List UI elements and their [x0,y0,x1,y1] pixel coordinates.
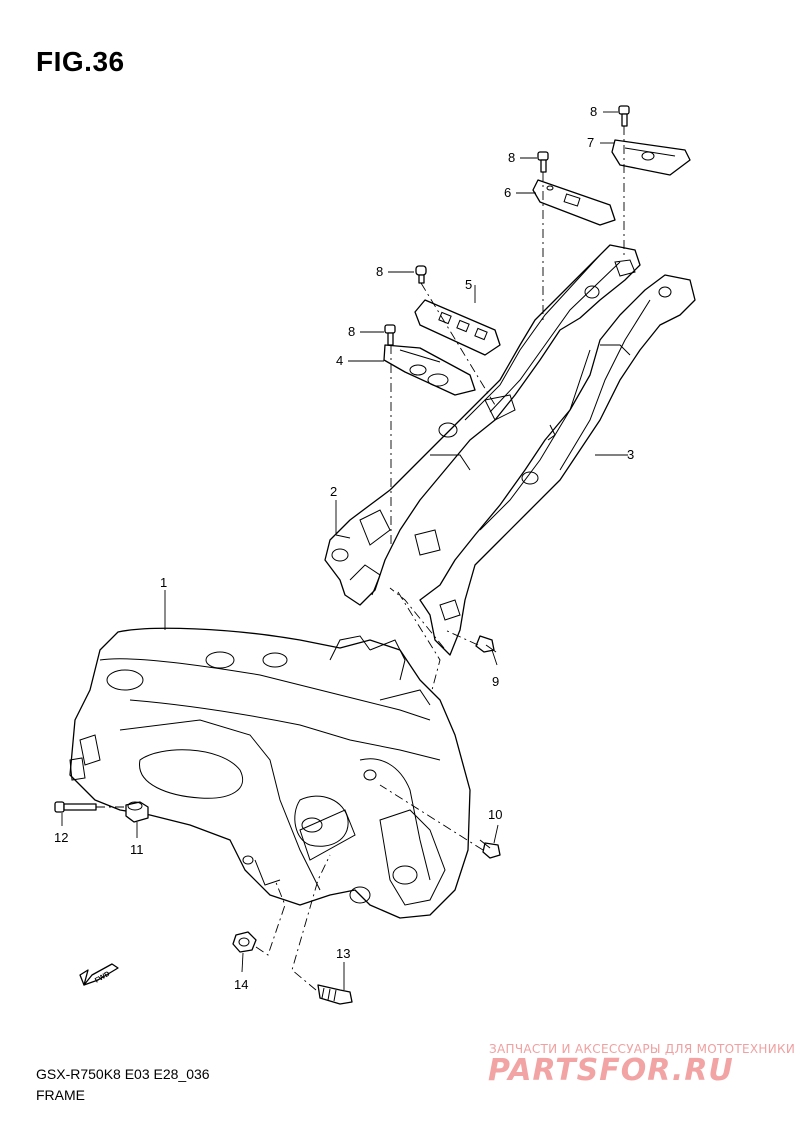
seat-rail-part-2[interactable] [324,244,641,606]
callout-8: 8 [508,150,515,165]
callout-11: 11 [130,842,144,857]
leader-lines [61,111,628,990]
bolt-part-8[interactable] [537,151,549,173]
bolt-part-12[interactable] [54,801,97,813]
callout-4: 4 [336,353,343,368]
bolt-part-10[interactable] [479,839,501,859]
bracket-plate-part-6[interactable] [532,179,616,226]
bracket-plate-part-7[interactable] [611,139,691,176]
callout-6: 6 [504,185,511,200]
callout-labels: 8 7 8 6 8 5 8 4 2 3 1 9 10 11 12 13 14 [54,104,634,992]
bolt-part-13[interactable] [317,984,353,1005]
callout-9: 9 [492,674,499,689]
callout-8: 8 [590,104,597,119]
callout-3: 3 [627,447,634,462]
callout-8: 8 [376,264,383,279]
callout-7: 7 [587,135,594,150]
main-frame-part-1[interactable] [69,627,471,919]
callout-13: 13 [336,946,350,961]
bolt-part-8[interactable] [618,105,630,127]
seat-rail-part-3[interactable] [414,274,696,656]
forward-direction-arrow: FWD [79,963,119,986]
bolt-part-9[interactable] [475,635,497,653]
alignment-lines [96,126,625,991]
callout-8: 8 [348,324,355,339]
callout-14: 14 [234,977,248,992]
nut-part-14[interactable] [232,931,257,953]
callout-10: 10 [488,807,502,822]
bolt-part-8[interactable] [384,324,396,346]
collar-part-11[interactable] [125,801,149,823]
callout-12: 12 [54,830,68,845]
figure-title: FIG.36 [36,46,125,77]
bracket-plate-part-4[interactable] [383,344,476,396]
bolt-part-8[interactable] [415,265,427,284]
bracket-plate-part-5[interactable] [414,299,501,356]
callout-5: 5 [465,277,472,292]
model-code: GSX-R750K8 E03 E28_036 [36,1066,210,1082]
callout-2: 2 [330,484,337,499]
watermark-logo: PARTSFOR.RU [488,1053,734,1088]
watermark-tagline: ЗАПЧАСТИ И АКСЕССУАРЫ ДЛЯ МОТОТЕХНИКИ [489,1042,796,1056]
section-name: FRAME [36,1087,85,1103]
callout-1: 1 [160,575,167,590]
